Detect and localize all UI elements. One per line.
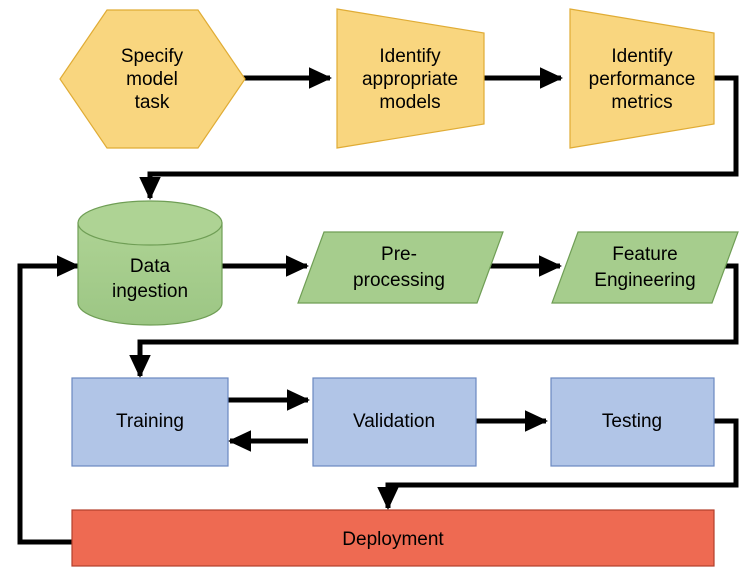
node-specify-model-task[interactable]: Specify model task	[59, 9, 246, 149]
node-pre-processing[interactable]: Pre- processing	[297, 231, 504, 304]
parallelogram-shape	[297, 231, 504, 304]
rectangle-shape	[312, 377, 477, 467]
rectangle-shape	[71, 377, 229, 467]
node-data-ingestion[interactable]: Data ingestion	[77, 200, 223, 326]
edge-deployment-to-data-ingestion	[17, 255, 81, 545]
trapezoid-shape	[336, 8, 485, 149]
hexagon-shape	[59, 9, 246, 149]
edge-feature-engineering-to-training	[129, 263, 739, 379]
edge-metrics-to-data-ingestion	[139, 75, 739, 201]
parallelogram-shape	[551, 231, 739, 304]
node-deployment[interactable]: Deployment	[71, 509, 715, 567]
node-training[interactable]: Training	[71, 377, 229, 467]
node-testing[interactable]: Testing	[550, 377, 715, 467]
rectangle-shape	[550, 377, 715, 467]
cylinder-top-shape	[77, 200, 223, 246]
node-validation[interactable]: Validation	[312, 377, 477, 467]
node-identify-performance-metrics[interactable]: Identify performance metrics	[569, 8, 715, 149]
node-feature-engineering[interactable]: Feature Engineering	[551, 231, 739, 304]
cylinder-body-shape	[77, 222, 223, 326]
edge-testing-to-deployment	[377, 418, 739, 511]
node-identify-appropriate-models[interactable]: Identify appropriate models	[336, 8, 485, 149]
trapezoid-shape	[569, 8, 715, 149]
rectangle-shape	[71, 509, 715, 567]
